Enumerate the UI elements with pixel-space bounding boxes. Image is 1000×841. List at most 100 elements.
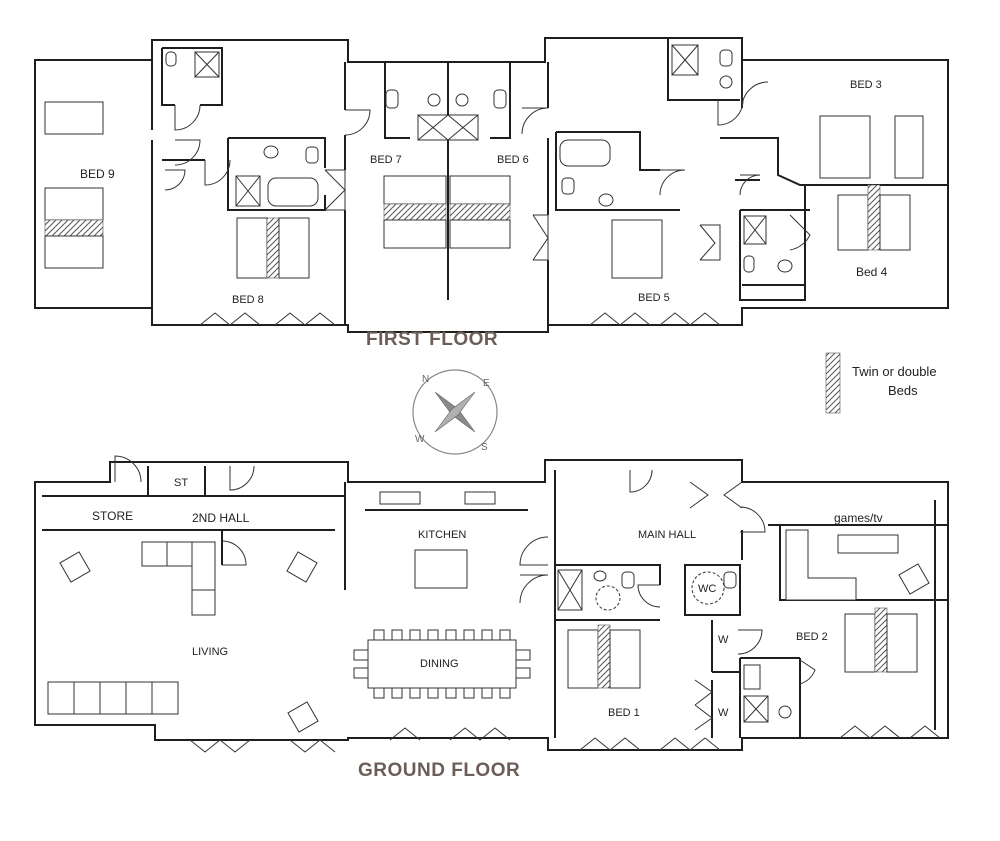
double-bed	[611, 219, 663, 279]
single-bed	[449, 175, 511, 205]
sink-icon	[427, 93, 441, 107]
twin-or-double-marker	[449, 203, 511, 221]
single-bed	[609, 629, 641, 689]
single-bed	[383, 175, 447, 205]
room-label-w2: W	[718, 707, 729, 719]
armchair	[286, 551, 318, 583]
twin-or-double-marker	[383, 203, 447, 221]
kitchen-sink	[379, 491, 421, 505]
double-bed	[819, 115, 871, 179]
sink-icon	[777, 259, 793, 273]
toilet-icon	[743, 664, 761, 690]
room-label-bed3: BED 3	[850, 79, 882, 91]
twin-or-double-marker	[266, 217, 280, 279]
first-floor: BED 9 BED 8 BED 7 BED 6 BED 5 BED 3 Bed …	[34, 37, 949, 350]
compass-west: W	[415, 434, 425, 445]
toilet-icon	[561, 177, 575, 195]
turning-circle	[691, 571, 725, 605]
room-label-bed9: BED 9	[80, 167, 115, 181]
tv-unit	[837, 534, 899, 554]
corner-sofa	[785, 529, 857, 601]
legend: Twin or double Beds	[825, 352, 937, 414]
toilet-icon	[165, 51, 177, 67]
armchair	[59, 551, 91, 583]
sink-icon	[598, 193, 614, 207]
compass-north: N	[422, 374, 429, 385]
single-bed	[894, 115, 924, 179]
room-label-bed4: Bed 4	[856, 265, 888, 279]
sink-icon	[593, 570, 607, 582]
room-label-wc: WC	[698, 583, 716, 595]
shower-icon	[417, 114, 479, 141]
single-bed	[44, 101, 104, 135]
sink-icon	[263, 145, 279, 159]
room-label-bed5: BED 5	[638, 292, 670, 304]
ground-floor-doors	[114, 455, 941, 753]
single-bed	[837, 194, 869, 251]
room-label-2nd-hall: 2ND HALL	[192, 511, 250, 525]
ground-floor-title: GROUND FLOOR	[358, 760, 520, 781]
sink-icon	[719, 75, 733, 89]
single-bed	[879, 194, 911, 251]
single-bed	[383, 219, 447, 249]
room-label-store: STORE	[92, 509, 133, 523]
first-floor-beds	[44, 101, 924, 279]
room-label-bed7: BED 7	[370, 154, 402, 166]
turning-circle	[595, 585, 621, 611]
room-label-bed8: BED 8	[232, 294, 264, 306]
toilet-icon	[385, 89, 399, 109]
armchair	[287, 701, 319, 733]
ground-floor-furniture	[47, 491, 930, 733]
sink-icon	[455, 93, 469, 107]
room-label-bed6: BED 6	[497, 154, 529, 166]
single-bed	[44, 187, 104, 221]
twin-or-double-marker	[867, 184, 881, 251]
corner-sofa	[141, 541, 216, 616]
armchair	[898, 563, 930, 595]
kitchen-island	[414, 549, 468, 589]
toilet-icon	[723, 571, 737, 589]
twin-or-double-marker	[874, 607, 888, 673]
hob	[464, 491, 496, 505]
compass-south: S	[481, 442, 488, 453]
sofa	[47, 681, 179, 715]
room-label-kitchen: KITCHEN	[418, 529, 466, 541]
room-label-living: LIVING	[192, 646, 228, 658]
dining-table	[367, 639, 517, 689]
sink-icon	[778, 705, 792, 719]
room-label-bed2: BED 2	[796, 631, 828, 643]
legend-hatch-swatch	[825, 352, 841, 414]
compass-east: E	[483, 378, 490, 389]
single-bed	[44, 235, 104, 269]
room-label-main-hall: MAIN HALL	[638, 529, 696, 541]
first-floor-title: FIRST FLOOR	[366, 329, 498, 350]
single-bed	[278, 217, 310, 279]
room-label-games-tv: games/tv	[834, 511, 883, 525]
toilet-icon	[743, 255, 755, 273]
single-bed	[567, 629, 599, 689]
bathtub-icon	[267, 177, 319, 207]
compass: N E S W	[412, 369, 498, 455]
single-bed	[449, 219, 511, 249]
single-bed	[886, 613, 918, 673]
toilet-icon	[305, 146, 319, 164]
twin-or-double-marker	[44, 219, 104, 237]
first-floor-fixtures	[165, 44, 793, 273]
legend-line1: Twin or double	[852, 364, 937, 379]
toilet-icon	[493, 89, 507, 109]
bathtub-icon	[559, 139, 611, 167]
first-floor-doors	[164, 81, 811, 326]
dining-chairs	[353, 629, 531, 699]
legend-line2: Beds	[888, 383, 918, 398]
room-label-bed1: BED 1	[608, 707, 640, 719]
room-label-st: ST	[174, 477, 188, 489]
room-label-dining: DINING	[420, 658, 459, 670]
twin-or-double-marker	[597, 624, 611, 689]
toilet-icon	[621, 571, 635, 589]
ground-floor: STORE ST 2ND HALL KITCHEN MAIN HALL game…	[34, 455, 949, 781]
toilet-icon	[719, 49, 733, 67]
single-bed	[236, 217, 268, 279]
room-label-w1: W	[718, 634, 729, 646]
